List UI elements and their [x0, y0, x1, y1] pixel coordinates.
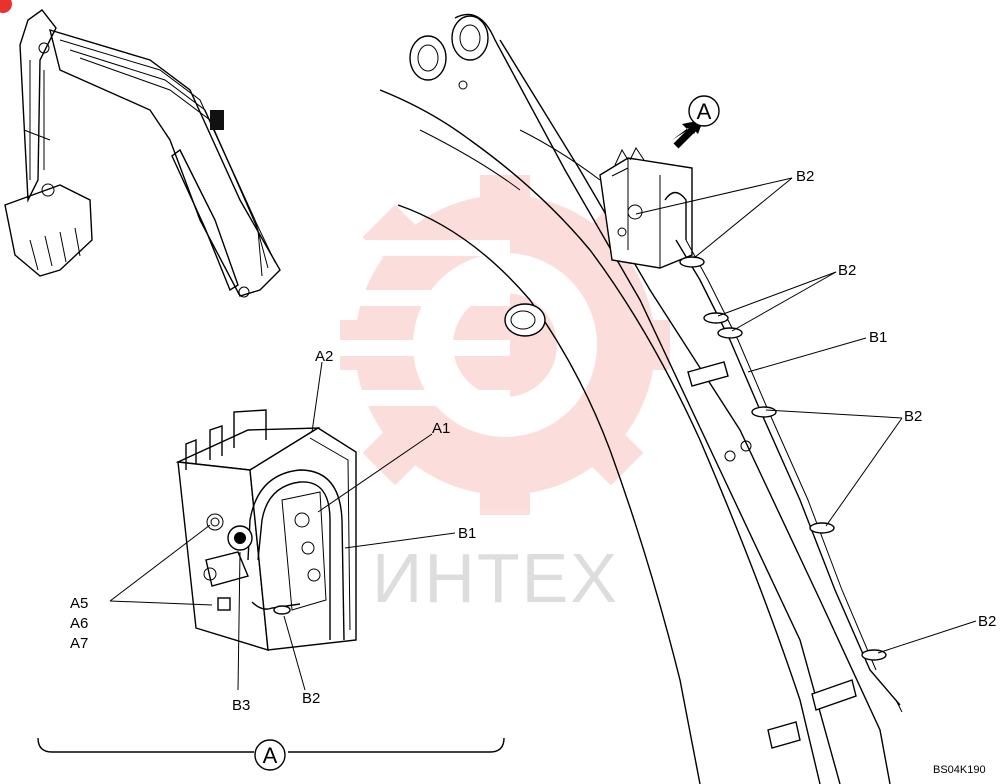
- leader-lines: [109, 177, 977, 691]
- callout-a6: A6: [70, 615, 88, 632]
- boom-main-view: [379, 13, 903, 784]
- excavator-overview: [0, 0, 281, 298]
- junction-box-detail: [175, 409, 357, 651]
- callout-b2-main-4: B2: [978, 613, 996, 630]
- callout-a2: A2: [315, 348, 333, 365]
- detail-view-marker: A: [263, 743, 278, 768]
- callout-b2-main-1: B2: [796, 168, 814, 185]
- callout-b2-main-3: B2: [904, 408, 922, 425]
- callout-b1-detail: B1: [458, 525, 476, 542]
- callout-b1-main: B1: [869, 329, 887, 346]
- drawing-code: BS04K190: [933, 764, 986, 776]
- callout-b2-detail: B2: [302, 690, 320, 707]
- callout-a5: A5: [70, 595, 88, 612]
- watermark-text: ИНТЕХ: [372, 539, 619, 617]
- callout-a1: A1: [432, 420, 450, 437]
- callout-b2-main-2: B2: [838, 262, 856, 279]
- detail-view-bracket: A: [37, 737, 505, 771]
- watermark-logo: [300, 175, 670, 515]
- callout-a7: A7: [70, 635, 88, 652]
- callout-b3: B3: [232, 697, 250, 714]
- svg-text:A: A: [697, 99, 712, 124]
- view-marker-a: A: [688, 95, 720, 127]
